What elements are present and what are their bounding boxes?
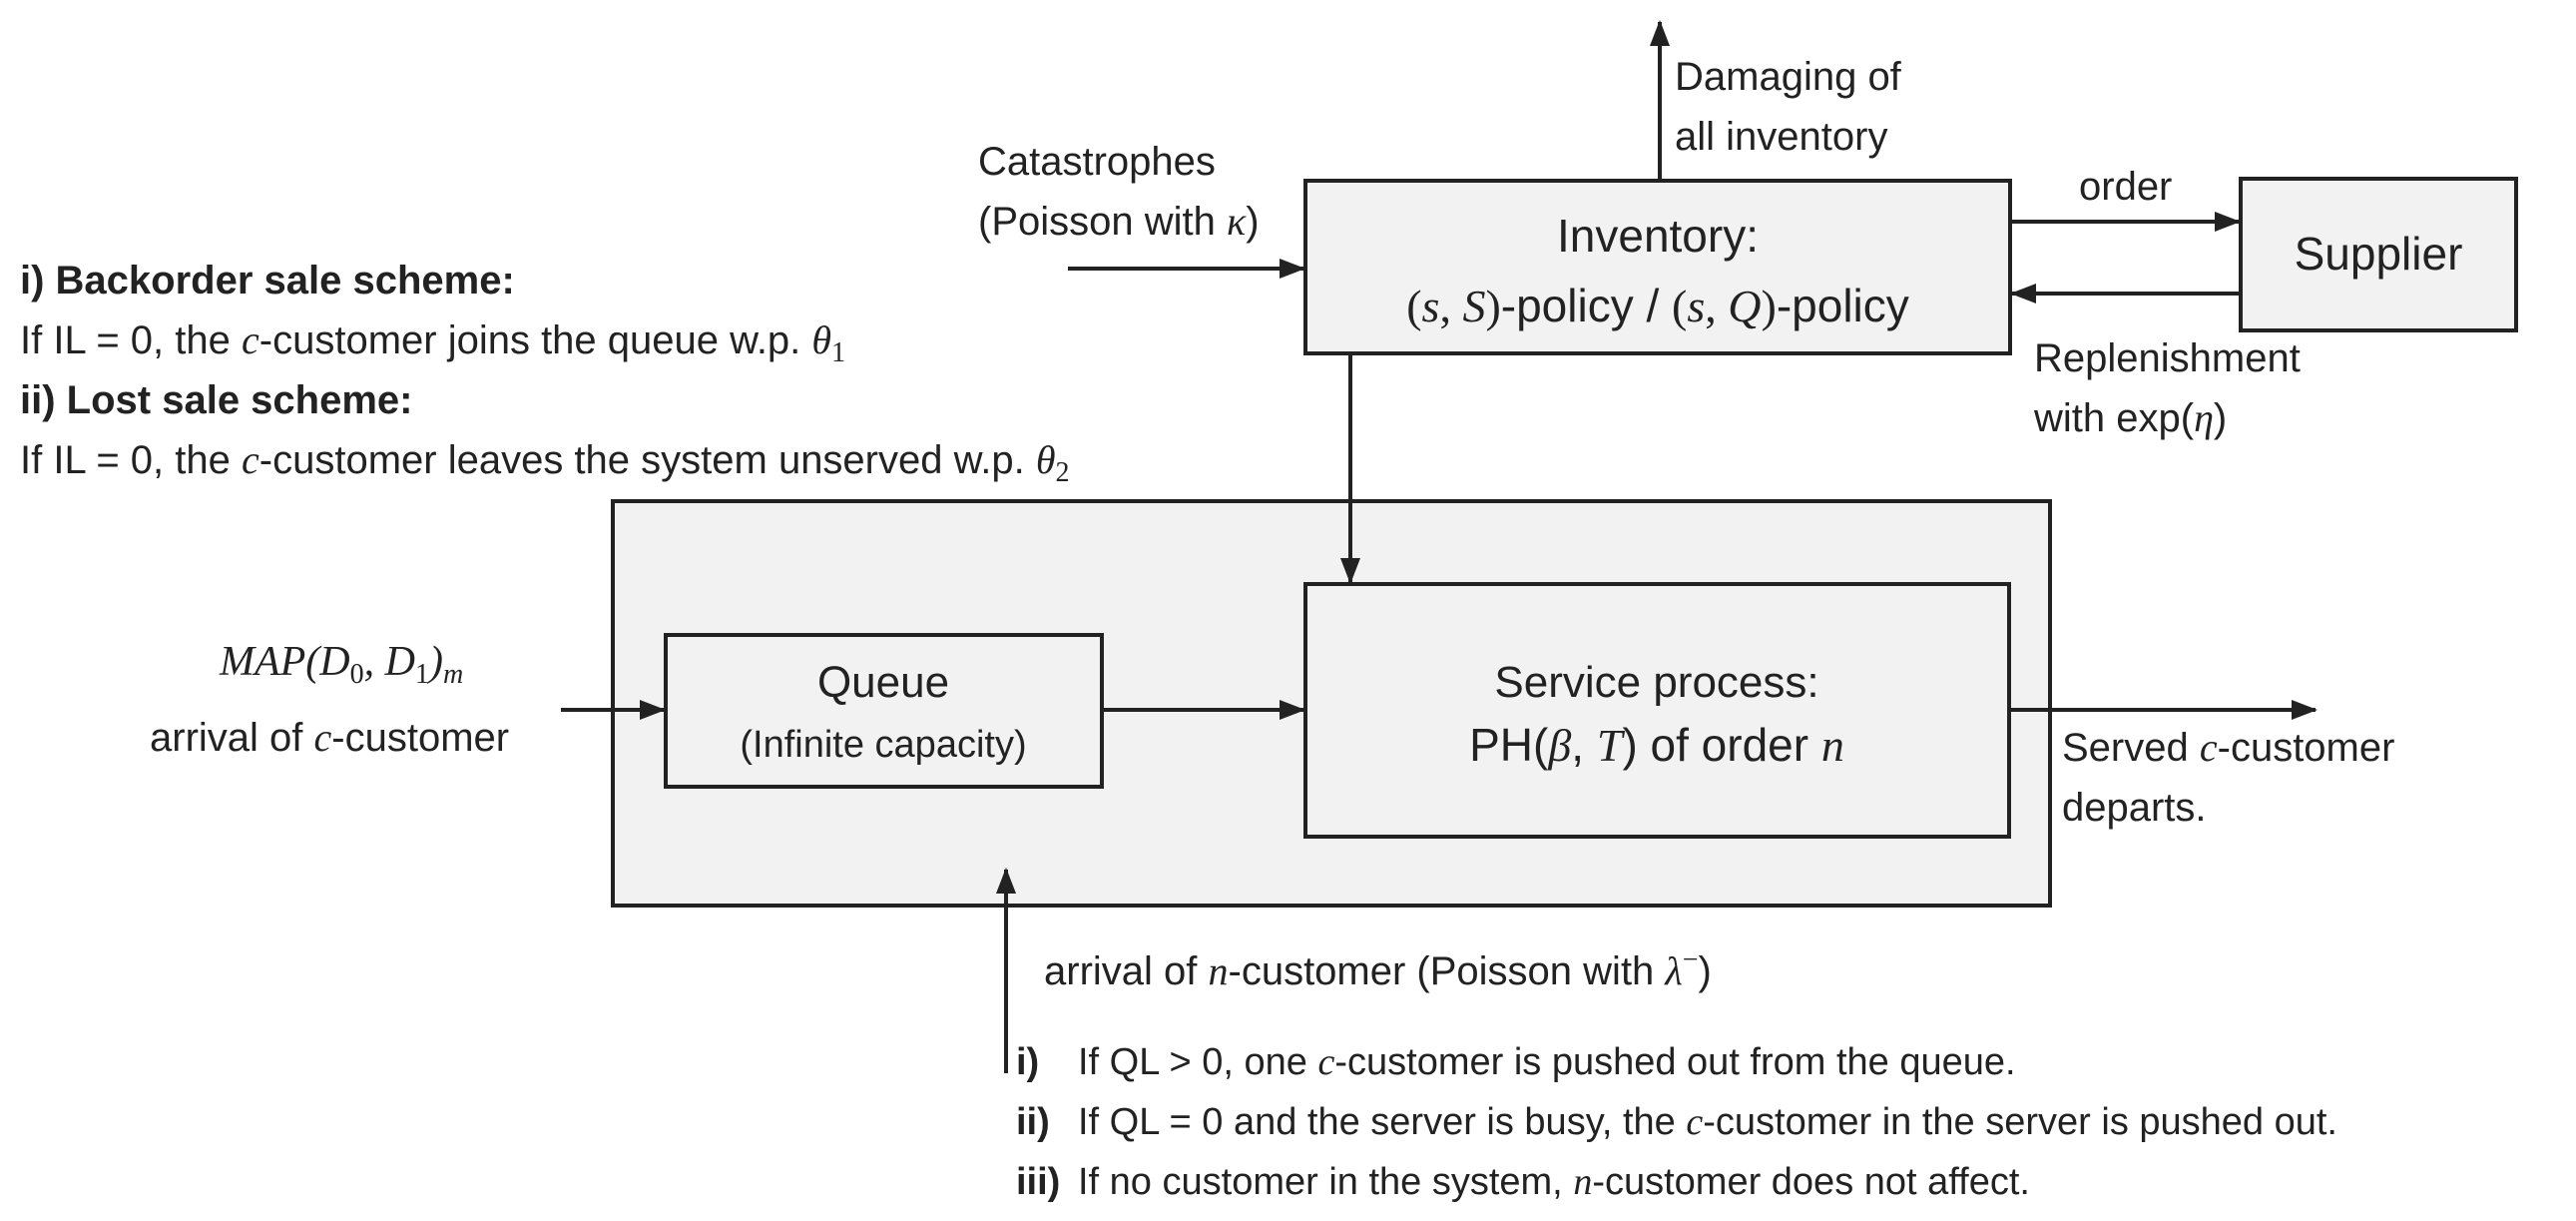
inventory-policy: (s, S)-policy / (s, Q)-policy — [1406, 280, 1909, 331]
rule-3-number: iii) — [1016, 1161, 1060, 1203]
queue-title: Queue — [817, 658, 949, 707]
replenishment-label-line2: with exp(η) — [2033, 395, 2227, 440]
rule-2-number: ii) — [1016, 1101, 1050, 1143]
rule-1-number: i) — [1016, 1041, 1039, 1083]
rule-1-text: If QL > 0, one c-customer is pushed out … — [1078, 1041, 2016, 1083]
lost-title: ii) Lost sale scheme: — [20, 378, 412, 422]
served-label-line1: Served c-customer — [2062, 725, 2394, 770]
service-ph: PH(β, T) of order n — [1469, 719, 1844, 771]
map-label: MAP(D0, D1)m — [219, 639, 463, 690]
damaging-label-line1: Damaging of — [1675, 55, 1902, 99]
service-title: Service process: — [1494, 658, 1818, 707]
supplier-label: Supplier — [2295, 228, 2463, 280]
queue-subtitle: (Infinite capacity) — [740, 724, 1026, 766]
service-box — [1303, 582, 2011, 839]
n-arrival-label: arrival of n-customer (Poisson with λ−) — [1044, 944, 1712, 993]
c-arrival-label: arrival of c-customer — [150, 715, 509, 760]
catastrophes-label-line1: Catastrophes — [978, 140, 1216, 184]
served-label-line2: departs. — [2062, 786, 2207, 830]
inventory-title: Inventory: — [1557, 210, 1759, 262]
catastrophes-label-line2: (Poisson with κ) — [978, 199, 1260, 244]
backorder-title: i) Backorder sale scheme: — [20, 259, 515, 303]
backorder-text: If IL = 0, the c-customer joins the queu… — [20, 317, 845, 368]
inventory-box — [1303, 179, 2012, 355]
replenishment-label-line1: Replenishment — [2034, 336, 2301, 380]
supplier-box — [2239, 177, 2518, 332]
rule-3-text: If no customer in the system, n-customer… — [1078, 1161, 2030, 1203]
rule-2-text: If QL = 0 and the server is busy, the c-… — [1078, 1101, 2337, 1143]
damaging-label-line2: all inventory — [1675, 115, 1887, 159]
order-label: order — [2079, 165, 2172, 209]
lost-text: If IL = 0, the c-customer leaves the sys… — [20, 437, 1070, 488]
